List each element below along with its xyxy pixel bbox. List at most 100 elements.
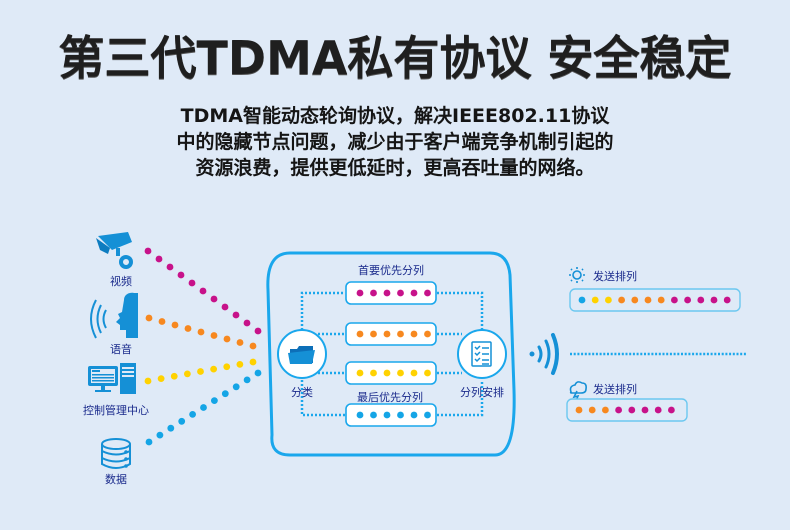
- checklist-icon: [471, 341, 492, 367]
- queue-dot: [397, 411, 404, 419]
- queue-dot: [424, 369, 431, 377]
- flow-dot: [170, 372, 178, 380]
- flow-dot: [199, 287, 207, 295]
- queue-dot: [356, 411, 364, 419]
- flow-dot: [177, 271, 185, 279]
- queue-dot: [356, 369, 364, 377]
- flow-dot: [232, 383, 240, 391]
- send-dot: [618, 296, 625, 304]
- flow-dot: [232, 311, 240, 319]
- source-label-video: 视频: [110, 275, 132, 288]
- camera-icon: [96, 232, 133, 269]
- queue-dot: [410, 289, 418, 297]
- flow-dot: [166, 263, 174, 271]
- flow-dot: [158, 318, 166, 325]
- send-dot: [591, 296, 599, 304]
- send-dot: [628, 406, 636, 414]
- queue-dot: [410, 411, 418, 419]
- send-dot: [668, 406, 675, 414]
- flow-dot: [189, 411, 197, 418]
- flow-dot: [249, 358, 257, 366]
- flow-dot: [223, 363, 231, 371]
- flow-dot: [221, 303, 229, 311]
- flow-dot: [200, 404, 207, 411]
- flow-dot: [188, 279, 196, 287]
- send-dot: [657, 296, 665, 304]
- flow-dot: [210, 332, 218, 339]
- queue-dot: [370, 330, 377, 338]
- queue-dot: [370, 289, 377, 297]
- queue-dot: [383, 289, 391, 297]
- flow-dot: [145, 314, 153, 322]
- source-label-data: 数据: [105, 473, 127, 486]
- send-dot: [578, 296, 586, 304]
- queue-dot: [424, 411, 431, 419]
- voice-icon: [90, 292, 138, 339]
- description-line: 中的隐藏节点问题，减少由于客户端竞争机制引起的: [176, 131, 614, 153]
- queue-connectors: [300, 291, 484, 417]
- flow-dot: [243, 376, 251, 384]
- send-dot: [575, 406, 583, 414]
- flow-dot: [211, 397, 218, 404]
- queue-dot: [356, 289, 364, 297]
- source-label-control-center: 控制管理中心: [83, 404, 149, 417]
- folder-icon: [288, 346, 315, 364]
- flow-dot: [183, 370, 191, 378]
- send-queue-label-2: 发送排列: [593, 383, 637, 396]
- processing-frame: [266, 251, 516, 457]
- send-queue-box: [566, 398, 688, 422]
- cloud-lightning-icon: [569, 381, 587, 402]
- send-dot: [684, 296, 691, 304]
- flow-dot: [184, 325, 192, 332]
- scheduler-node: [457, 329, 507, 379]
- source-line-yellow: [144, 358, 257, 385]
- queue-dot: [410, 369, 418, 377]
- description-line: 资源浪费，提供更低延时，更高吞吐量的网络。: [195, 157, 595, 179]
- send-queue-box: [569, 288, 741, 312]
- queue-box: [345, 281, 437, 305]
- flow-dot: [254, 369, 262, 377]
- source-line-blue: [145, 369, 262, 446]
- classifier-label: 分类: [291, 386, 313, 399]
- flow-dot: [145, 438, 153, 446]
- description: TDMA智能动态轮询协议，解决IEEE802.11协议 中的隐藏节点问题，减少由…: [130, 103, 660, 181]
- queue-dot: [383, 330, 391, 338]
- flow-dot: [243, 319, 251, 327]
- queue-dot: [397, 369, 404, 377]
- queue-dot: [397, 330, 404, 338]
- send-queues: [566, 288, 741, 422]
- send-dot: [615, 406, 622, 414]
- send-dot: [641, 406, 649, 414]
- scheduler-label: 分列安排: [460, 386, 504, 399]
- computer-icon: [88, 363, 136, 394]
- send-dot: [723, 296, 731, 304]
- flow-dot: [236, 360, 244, 368]
- flow-dot: [144, 247, 152, 255]
- send-dot: [654, 406, 662, 414]
- flow-dot: [221, 390, 229, 398]
- database-icon: [101, 438, 131, 469]
- send-dot: [697, 296, 705, 304]
- queue-dot: [370, 411, 377, 419]
- send-dot: [671, 296, 678, 304]
- send-dot: [631, 296, 639, 304]
- queue-dot: [397, 289, 404, 297]
- top-queue-label: 首要优先分列: [358, 264, 424, 277]
- flow-dot: [144, 377, 152, 385]
- queue-box: [345, 361, 437, 385]
- source-line-orange: [145, 314, 257, 350]
- send-dot: [710, 296, 718, 304]
- description-line: TDMA智能动态轮询协议，解决IEEE802.11协议: [180, 105, 610, 127]
- flow-dot: [223, 335, 231, 343]
- queue-dot: [383, 369, 391, 377]
- flow-dot: [254, 327, 262, 335]
- flow-dot: [167, 424, 175, 432]
- flow-dot: [157, 375, 165, 383]
- send-dot: [602, 406, 609, 414]
- bottom-queue-label: 最后优先分列: [357, 391, 423, 404]
- flow-dot: [171, 321, 179, 329]
- queue-dot: [383, 411, 391, 419]
- queue-box: [345, 403, 437, 427]
- page-title: 第三代TDMA私有协议 安全稳定: [58, 31, 732, 85]
